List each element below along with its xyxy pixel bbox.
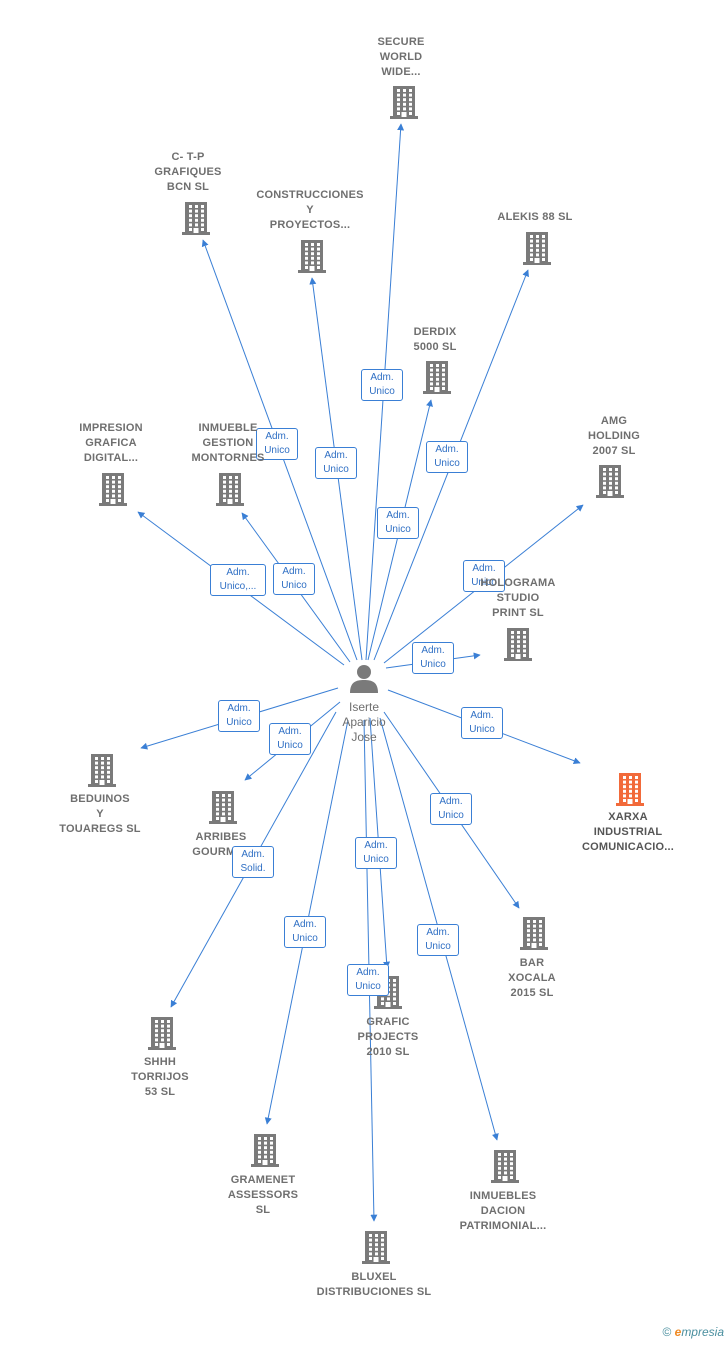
role-badge-inmuebles: Adm. Unico (417, 924, 459, 956)
company-label-ctp[interactable]: C- T-P GRAFIQUES BCN SL (154, 151, 222, 193)
brand-logo-text: mpresia (681, 1325, 724, 1339)
building-icon[interactable] (522, 231, 552, 265)
role-badge-secure: Adm. Unico (361, 369, 403, 401)
building-icon[interactable] (615, 772, 645, 806)
copyright-symbol: © (662, 1325, 672, 1339)
company-label-bluxel[interactable]: BLUXEL DISTRIBUCIONES SL (316, 1271, 432, 1298)
center-person-name[interactable]: Iserte Aparicio Jose (342, 700, 386, 744)
building-icon[interactable] (87, 753, 117, 787)
company-label-impresion[interactable]: IMPRESION GRAFICA DIGITAL... (79, 422, 143, 464)
building-icon[interactable] (490, 1149, 520, 1183)
role-badge-arribes: Adm. Unico (269, 723, 311, 755)
company-label-bar[interactable]: BAR XOCALA 2015 SL (508, 957, 556, 999)
building-icon[interactable] (519, 916, 549, 950)
company-label-beduinos[interactable]: BEDUINOS Y TOUAREGS SL (59, 793, 141, 835)
company-label-shhh[interactable]: SHHH TORRIJOS 53 SL (131, 1056, 189, 1098)
footer-brand: © empresia (662, 1325, 724, 1339)
building-icon[interactable] (181, 201, 211, 235)
building-icon[interactable] (361, 1230, 391, 1264)
building-icon[interactable] (208, 790, 238, 824)
role-badge-gramenet: Adm. Unico (284, 916, 326, 948)
role-badge-inmueble: Adm. Unico (273, 563, 315, 595)
role-badge-alekis: Adm. Unico (426, 441, 468, 473)
building-icon[interactable] (147, 1016, 177, 1050)
role-badge-amg: Adm. Unico (463, 560, 505, 592)
company-label-inmuebles[interactable]: INMUEBLES DACION PATRIMONIAL... (459, 1190, 547, 1232)
brand-logo-e: e (674, 1325, 682, 1339)
role-badge-beduinos: Adm. Unico (218, 700, 260, 732)
role-badge-ctp: Adm. Unico (256, 428, 298, 460)
role-badge-shhh: Adm. Solid. (232, 846, 274, 878)
person-icon[interactable] (348, 662, 380, 694)
building-icon[interactable] (503, 627, 533, 661)
company-label-alekis[interactable]: ALEKIS 88 SL (497, 211, 573, 223)
company-label-secure[interactable]: SECURE WORLD WIDE... (377, 36, 425, 78)
company-label-gramenet[interactable]: GRAMENET ASSESSORS SL (227, 1174, 299, 1216)
role-badge-bluxel: Adm. Unico (347, 964, 389, 996)
role-badge-impresion: Adm. Unico,... (210, 564, 266, 596)
role-badge-grafic: Adm. Unico (355, 837, 397, 869)
role-badge-derdix: Adm. Unico (377, 507, 419, 539)
role-badge-holograma: Adm. Unico (412, 642, 454, 674)
role-badge-construcciones: Adm. Unico (315, 447, 357, 479)
company-label-grafic[interactable]: GRAFIC PROJECTS 2010 SL (357, 1016, 419, 1058)
building-icon[interactable] (297, 239, 327, 273)
building-icon[interactable] (422, 360, 452, 394)
company-label-amg[interactable]: AMG HOLDING 2007 SL (587, 415, 641, 457)
company-label-holograma[interactable]: HOLOGRAMA STUDIO PRINT SL (480, 577, 556, 619)
role-badge-xarxa: Adm. Unico (461, 707, 503, 739)
company-label-xarxa[interactable]: XARXA INDUSTRIAL COMUNICACIO... (581, 811, 675, 853)
building-icon[interactable] (215, 472, 245, 506)
building-icon[interactable] (250, 1133, 280, 1167)
role-badge-bar: Adm. Unico (430, 793, 472, 825)
company-label-inmueble[interactable]: INMUEBLE GESTION MONTORNES (191, 422, 265, 464)
building-icon[interactable] (389, 85, 419, 119)
building-icon[interactable] (595, 464, 625, 498)
company-label-derdix[interactable]: DERDIX 5000 SL (413, 326, 457, 353)
building-icon[interactable] (98, 472, 128, 506)
company-label-construcciones[interactable]: CONSTRUCCIONES Y PROYECTOS... (256, 189, 364, 231)
